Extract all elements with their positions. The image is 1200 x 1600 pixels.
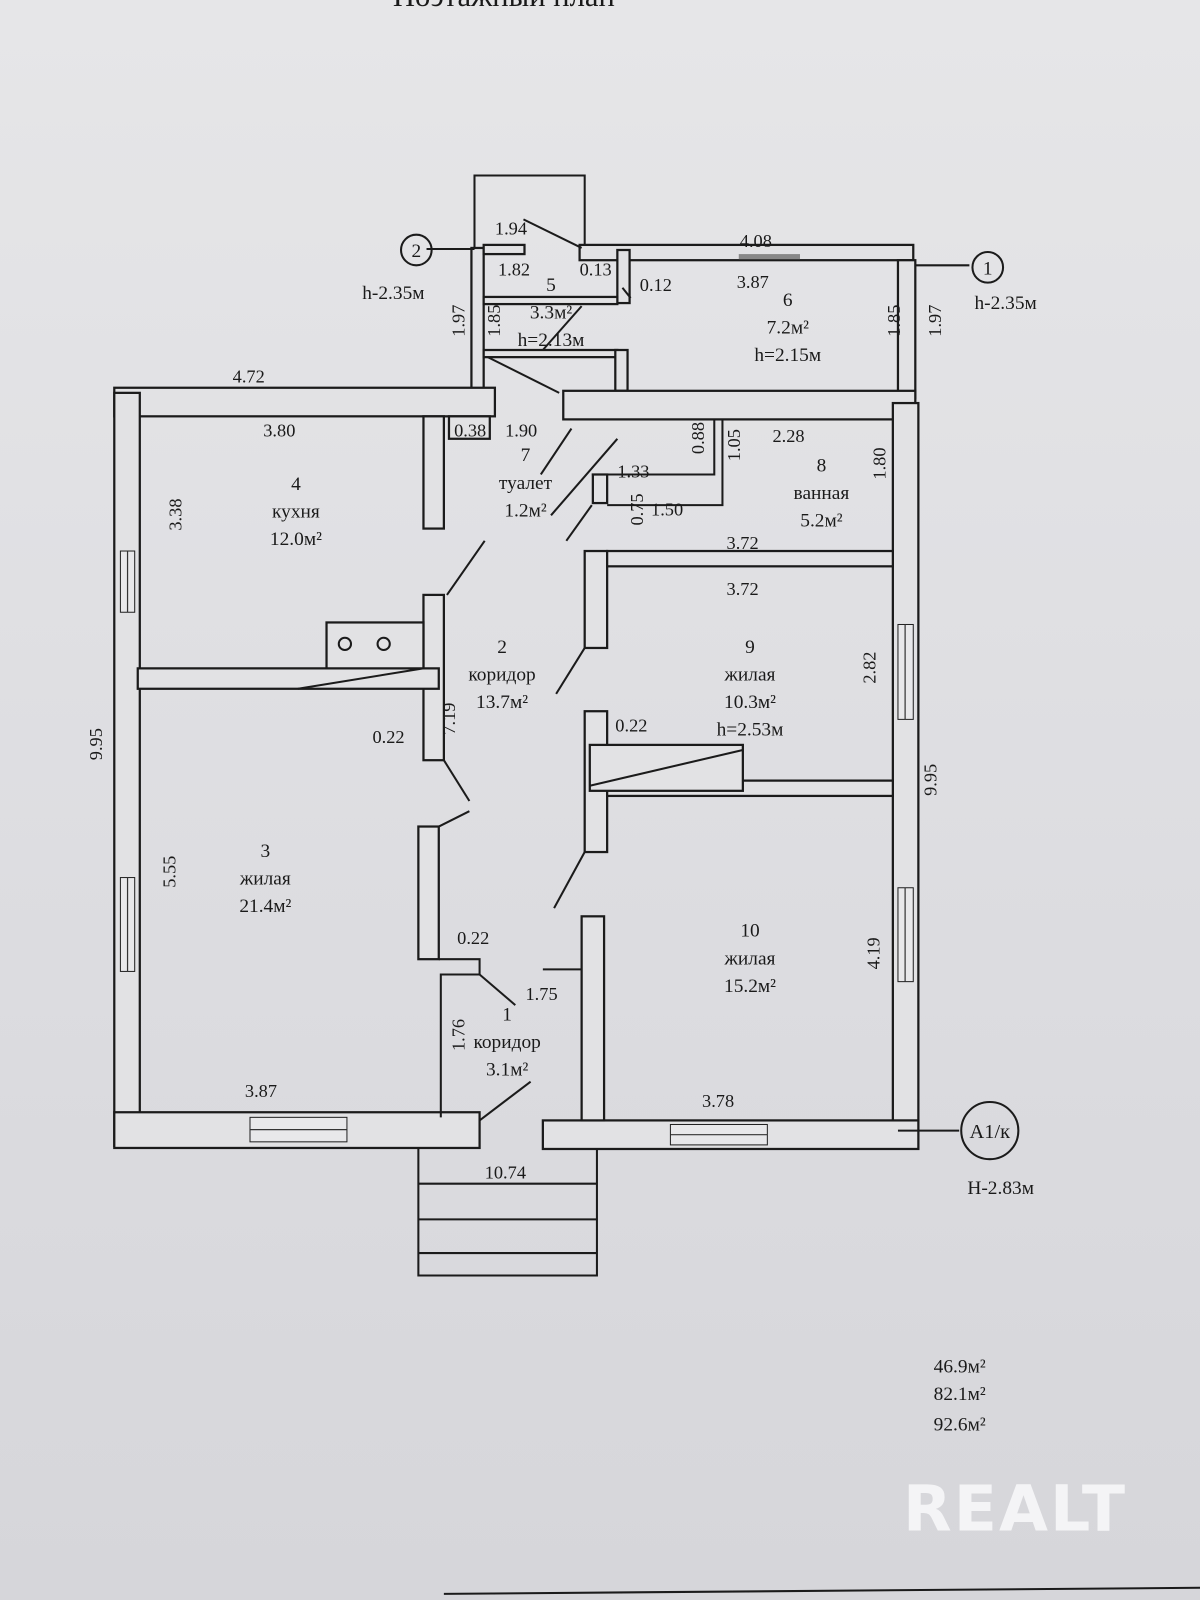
room-area: 1.2м²: [504, 500, 546, 521]
dimension-label: 2.82: [860, 652, 880, 684]
room-number: 1: [502, 1004, 512, 1025]
room-area: 12.0м²: [270, 529, 322, 550]
room-area: 21.4м²: [239, 896, 291, 917]
total-area: 92.6м²: [934, 1415, 986, 1436]
dimension-label: 0.22: [457, 928, 489, 948]
axis-circle: [960, 1101, 1020, 1161]
dimension-label: 1.85: [884, 305, 904, 337]
room-number: 6: [783, 290, 793, 311]
dimension-label: 3.78: [702, 1091, 734, 1111]
room-number: 5: [546, 275, 556, 296]
dimension-label: 1.82: [498, 260, 530, 280]
room-name: жилая: [724, 665, 776, 686]
room-number: 3: [260, 841, 270, 862]
dimension-label: 3.72: [727, 533, 759, 553]
windows: [119, 550, 914, 1146]
dimension-label: 1.97: [925, 305, 945, 337]
dimension-label: 1.50: [651, 499, 683, 519]
room-area: 3.3м²: [530, 302, 572, 323]
room-number: 10: [740, 921, 759, 942]
dimension-label: 3.38: [166, 498, 186, 530]
dimension-label: 3.87: [737, 272, 769, 292]
dimension-label: 0.13: [580, 260, 612, 280]
room-name: ванная: [794, 483, 850, 504]
room-height: h=2.53м: [717, 720, 784, 741]
room-number: 4: [291, 474, 301, 495]
axis-marker-label: 2: [411, 241, 421, 262]
dimension-label: 1.80: [870, 447, 890, 479]
dimension-label: 4.08: [740, 231, 772, 251]
room-name: туалет: [499, 473, 553, 494]
dimension-label: 1.33: [617, 462, 649, 482]
room-name: кухня: [272, 501, 320, 522]
dimension-label: 0.88: [688, 422, 708, 454]
level-mark: h-2.35м: [974, 293, 1036, 314]
room-number: 2: [497, 637, 507, 658]
room-area: 15.2м²: [724, 976, 776, 997]
room-number: 9: [745, 637, 755, 658]
room-name: коридор: [473, 1032, 540, 1053]
room-number: 7: [521, 445, 531, 466]
dimension-label: 3.80: [263, 421, 295, 441]
dimension-label: 4.72: [233, 367, 265, 387]
dimension-label: 9.95: [86, 728, 106, 760]
dimension-label: 2.28: [772, 426, 804, 446]
level-mark: h-2.35м: [362, 283, 424, 304]
dimension-label: 5.55: [160, 856, 180, 888]
dimension-label: 10.74: [485, 1163, 526, 1183]
total-area: 46.9м²: [934, 1356, 986, 1377]
dimension-label: 1.76: [448, 1019, 468, 1051]
dimension-label: 7.19: [439, 703, 459, 735]
dimension-label: 1.97: [448, 305, 468, 337]
room-area: 5.2м²: [800, 511, 842, 532]
room-area: 7.2м²: [767, 318, 809, 339]
dimension-labels: 1.94 1.82 0.13 0.12 4.08 3.87 1.97 1.85 1.85 1.97…: [86, 219, 945, 1183]
dimension-label: 1.85: [484, 305, 504, 337]
axis-circle: [971, 251, 1005, 284]
dimension-label: 1.90: [505, 421, 537, 441]
level-mark: H-2.83м: [967, 1178, 1034, 1199]
walls: [113, 174, 1200, 1595]
room-name: коридор: [468, 665, 535, 686]
dimension-label: 0.12: [640, 275, 672, 295]
room-height: h=2.15м: [754, 345, 821, 366]
axis-marker-label: А1/к: [970, 1121, 1011, 1143]
axis-circle: [400, 233, 433, 267]
room-name: жилая: [724, 948, 776, 969]
axis-markers: 2 1А1/к: [400, 233, 1020, 1161]
dimension-label: 0.22: [372, 727, 404, 747]
room-area: 3.1м²: [486, 1060, 528, 1081]
plan-title: Поэтажный план: [393, 0, 615, 13]
dimension-label: 1.75: [526, 984, 558, 1004]
dimension-label: 0.22: [615, 716, 647, 736]
axis-marker-label: 1: [983, 258, 993, 279]
dimension-label: 3.72: [727, 579, 759, 599]
dimension-label: 1.94: [495, 219, 527, 239]
room-area: 10.3м²: [724, 692, 776, 713]
dimension-label: 9.95: [921, 764, 941, 796]
dimension-label: 4.19: [864, 937, 884, 969]
realt-watermark: REALT: [903, 1472, 1127, 1546]
total-area: 82.1м²: [934, 1384, 986, 1405]
room-name: жилая: [239, 869, 291, 890]
dimension-label: 0.75: [627, 493, 647, 525]
dimension-label: 1.05: [724, 429, 744, 461]
room-height: h=2.13м: [518, 330, 585, 351]
dimension-label: 3.87: [245, 1081, 277, 1101]
room-labels: 5 3.3м² h=2.13м 6 7.2м² h=2.15м 7 туалет 1.2м² 4 к…: [239, 275, 850, 1081]
room-number: 8: [817, 455, 827, 476]
dimension-label: 0.38: [454, 421, 486, 441]
room-area: 13.7м²: [476, 692, 528, 713]
